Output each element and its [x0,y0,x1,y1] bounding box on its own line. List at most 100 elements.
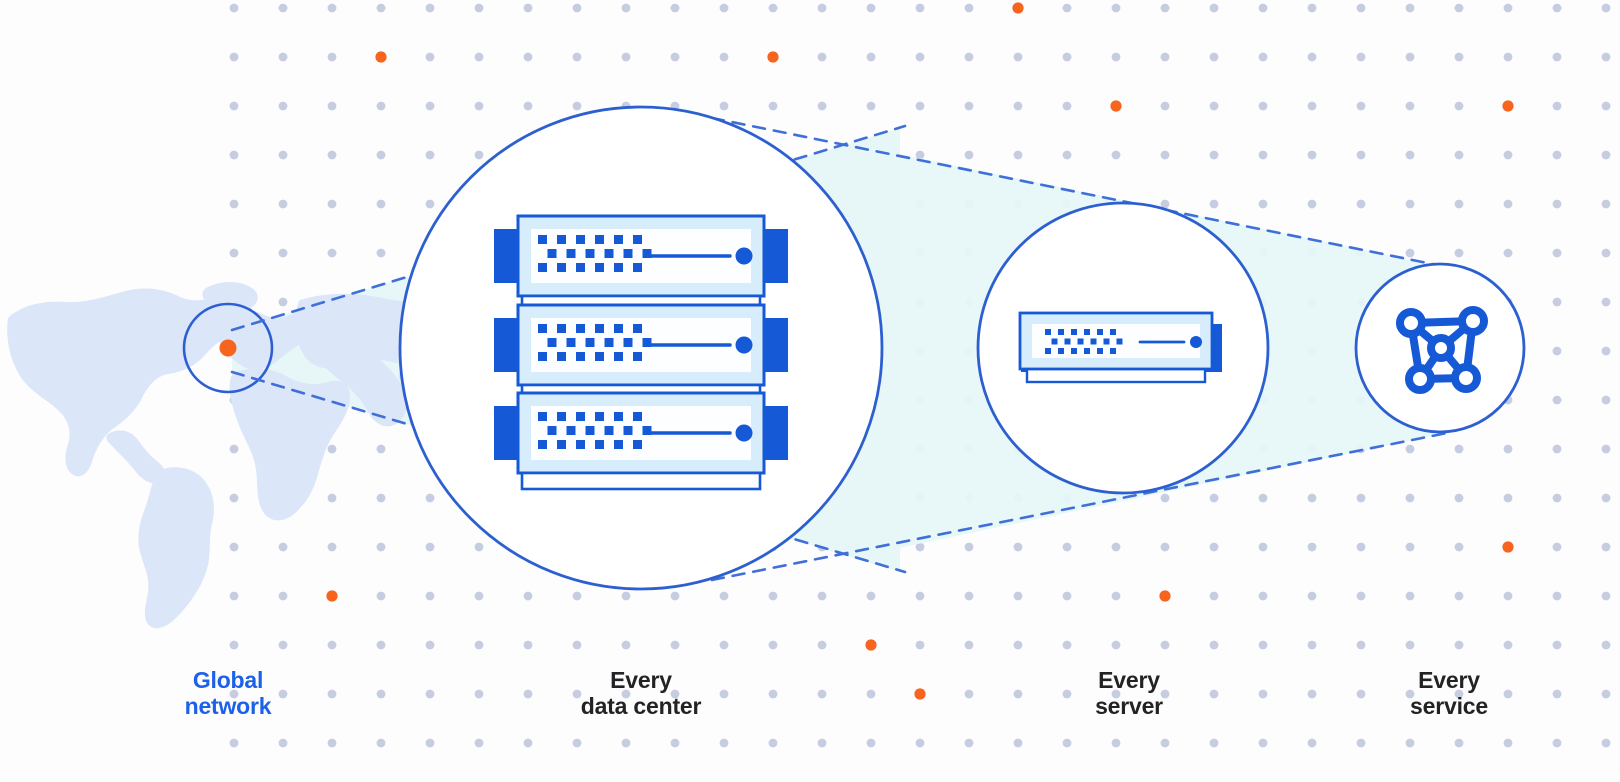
grid-dot [278,199,288,209]
grid-dot [915,150,925,160]
rack-port [538,235,547,244]
rack-port [547,249,557,258]
grid-dot [1111,738,1121,748]
grid-dot [278,640,288,650]
server-port [1110,329,1116,335]
grid-dot [1160,493,1170,503]
mesh-node-top-left [1396,308,1426,338]
server-port [1045,348,1051,354]
grid-dot-highlight [1012,2,1024,14]
grid-dot [817,52,827,62]
grid-dot [1160,52,1170,62]
grid-dot [1209,493,1219,503]
rack-unit-3-led [735,424,753,442]
dashed-line-top-right [710,116,1454,270]
grid-dot [425,150,435,160]
europe-highlight-ring [182,302,274,394]
grid-dot [1552,689,1562,699]
grid-dot [1160,3,1170,13]
grid-dot [1356,493,1366,503]
grid-dot [1209,150,1219,160]
mesh-node-bottom-left [1405,364,1435,394]
rack-port [623,338,633,347]
grid-dot [1405,444,1415,454]
grid-dot [1601,444,1611,454]
grid-dot [278,101,288,111]
grid-dot [1405,248,1415,258]
grid-dot [572,738,582,748]
grid-dot [1601,101,1611,111]
grid-dot [278,297,288,307]
rack-port [538,412,547,421]
label-every-service: Every service [1349,667,1549,720]
grid-dot [915,52,925,62]
grid-dot [670,3,680,13]
grid-dot [523,738,533,748]
rack-port [595,440,604,449]
grid-dot [278,542,288,552]
server-unit-led [1190,336,1202,348]
grid-dot [817,101,827,111]
grid-dot [1111,640,1121,650]
grid-dot [1405,542,1415,552]
rack-unit-2-ports [538,324,652,361]
grid-dot [1258,542,1268,552]
grid-dot [621,689,631,699]
grid-dot [1356,150,1366,160]
grid-dot [229,150,239,160]
grid-dot [1209,3,1219,13]
grid-dot [719,101,729,111]
grid-dot [1503,591,1513,601]
grid-dot [1454,150,1464,160]
grid-dot [1062,640,1072,650]
grid-dot-highlight [767,51,779,63]
grid-dot [1601,689,1611,699]
grid-dot [376,248,386,258]
grid-dot [1062,3,1072,13]
grid-dot [915,738,925,748]
grid-dot [523,101,533,111]
grid-dot [1454,591,1464,601]
grid-dot [1552,3,1562,13]
grid-dot [1111,542,1121,552]
grid-dot [1503,738,1513,748]
grid-dot [1013,52,1023,62]
grid-dot [1160,738,1170,748]
grid-dot [1405,640,1415,650]
grid-dot [1552,199,1562,209]
grid-dot [229,640,239,650]
grid-dot [1062,52,1072,62]
server-rack-icon [494,214,788,491]
grid-dot [1552,101,1562,111]
grid-dot [1258,591,1268,601]
grid-dot [1552,591,1562,601]
grid-dot [817,689,827,699]
grid-dot-highlight [375,51,387,63]
grid-dot [1601,150,1611,160]
rack-unit-2-right-tab [764,318,788,372]
grid-dot [817,738,827,748]
server-port [1090,338,1097,345]
grid-dot [229,3,239,13]
server-port [1051,338,1058,345]
grid-dot [1307,689,1317,699]
grid-dot [768,640,778,650]
grid-dot [1307,591,1317,601]
rack-port [566,338,576,347]
server-port [1116,338,1123,345]
label-every-service-line1: Every [1418,667,1480,693]
rack-port [614,412,623,421]
server-port [1097,348,1103,354]
grid-dot [1601,591,1611,601]
grid-dot [1258,738,1268,748]
grid-dot [1454,52,1464,62]
rack-port [604,426,614,435]
rack-unit-2-left-tab [494,318,518,372]
grid-dot [327,689,337,699]
label-every-server: Every server [1029,667,1229,720]
grid-dot [376,199,386,209]
rack-port [566,426,576,435]
grid-dot [1601,640,1611,650]
rack-port [614,263,623,272]
rack-port [557,440,566,449]
